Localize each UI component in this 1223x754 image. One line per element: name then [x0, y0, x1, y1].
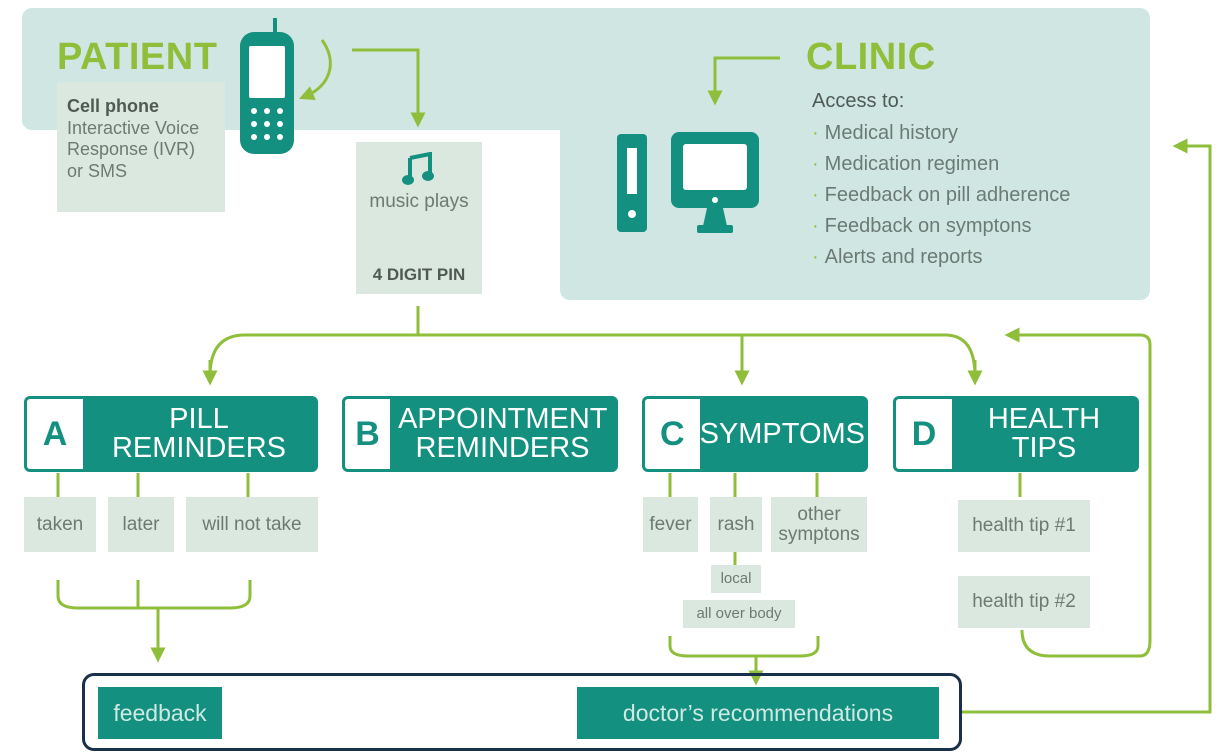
category-health-tips: D HEALTH TIPS [893, 396, 1139, 472]
health-tip-2: health tip #2 [958, 576, 1090, 628]
category-letter: D [896, 399, 952, 469]
category-symptoms: C SYMPTOMS [642, 396, 868, 472]
pin-label: 4 DIGIT PIN [372, 265, 466, 284]
device-heading: Cell phone [67, 96, 160, 116]
access-item: ·Feedback on symptons [812, 215, 1032, 237]
patient-title: PATIENT [57, 36, 218, 78]
pill-option-will-not-take: will not take [186, 497, 318, 552]
categories-bus [208, 333, 977, 377]
category-label: HEALTH TIPS [987, 403, 1101, 464]
symptom-bracket [668, 636, 820, 658]
access-heading: Access to: [812, 90, 905, 112]
computer-icon [617, 132, 759, 233]
feedback-output: feedback [98, 687, 222, 739]
rash-option-all-over-body: all over body [683, 600, 795, 628]
symptom-option-other: other symptons [771, 497, 867, 552]
access-item: ·Feedback on pill adherence [812, 184, 1071, 206]
category-appointment-reminders: B APPOINTMENT REMINDERS [342, 396, 618, 472]
music-plays-label: music plays [369, 191, 469, 212]
category-label: PILL REMINDERS [111, 403, 286, 464]
clinic-panel-joint [580, 120, 600, 300]
symptom-option-rash: rash [710, 497, 762, 552]
cell-phone-icon [240, 18, 294, 154]
access-item: ·Medical history [812, 122, 959, 144]
pill-option-later: later [108, 497, 174, 552]
symptom-option-fever: fever [643, 497, 698, 552]
device-line-2: Response (IVR) [67, 139, 196, 160]
category-label: SYMPTOMS [699, 417, 865, 450]
patient-device-box: Cell phone Interactive Voice Response (I… [57, 82, 225, 212]
access-item: ·Alerts and reports [812, 246, 983, 268]
category-letter: A [27, 399, 83, 469]
tips-loop-arrow [1004, 327, 1152, 658]
rash-option-local: local [711, 565, 761, 593]
access-list: ·Medical history ·Medication regimen ·Fe… [812, 118, 1070, 273]
doctor-recommendations-output: doctor’s recommendations [577, 687, 939, 739]
clinic-panel [560, 8, 1150, 300]
category-label: APPOINTMENT REMINDERS [398, 403, 608, 464]
category-letter: B [345, 399, 391, 469]
clinic-arrow [707, 56, 780, 106]
output-panel [82, 673, 962, 751]
category-letter: C [645, 399, 700, 469]
output-to-clinic-arrow [962, 138, 1212, 714]
music-note-icon [402, 152, 434, 185]
clinic-title: CLINIC [806, 36, 936, 78]
phone-curve-arrow [299, 39, 332, 101]
device-line-3: or SMS [67, 160, 128, 181]
auth-box [356, 142, 482, 294]
category-pill-reminders: A PILL REMINDERS [24, 396, 318, 472]
phone-to-auth-arrow [352, 48, 426, 128]
pill-option-taken: taken [24, 497, 96, 552]
device-line-1: Interactive Voice [67, 117, 200, 138]
health-tip-1: health tip #1 [958, 500, 1090, 552]
access-item: ·Medication regimen [812, 153, 1000, 175]
pill-bracket [56, 580, 252, 610]
